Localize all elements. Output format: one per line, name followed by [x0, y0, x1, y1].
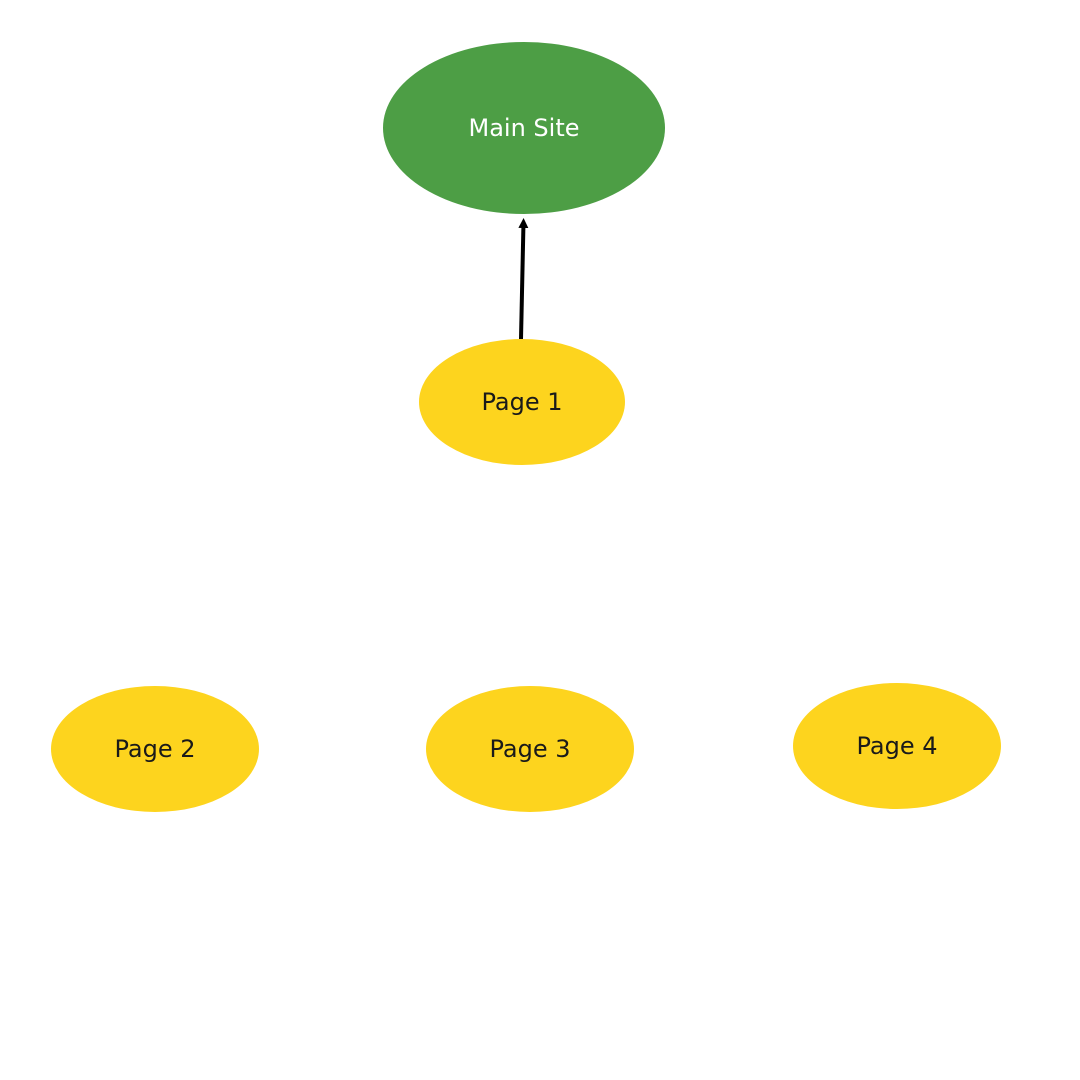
page-1-ellipse — [419, 339, 625, 465]
page-4-label: Page 4 — [857, 732, 938, 760]
arrow-line — [518, 218, 529, 340]
node-main-site[interactable]: Main Site — [383, 42, 665, 214]
node-page-3[interactable]: Page 3 — [426, 686, 634, 812]
page-3-ellipse — [426, 686, 634, 812]
node-page-1[interactable]: Page 1 — [419, 339, 625, 465]
node-page-2[interactable]: Page 2 — [51, 686, 259, 812]
page-2-ellipse — [51, 686, 259, 812]
main-site-label: Main Site — [469, 114, 580, 142]
main-site-ellipse — [383, 42, 665, 214]
page-2-label: Page 2 — [115, 735, 196, 763]
page-3-label: Page 3 — [490, 735, 571, 763]
node-page-4[interactable]: Page 4 — [793, 683, 1001, 809]
page-4-ellipse — [793, 683, 1001, 809]
page-1-label: Page 1 — [482, 388, 563, 416]
edge-page-1-to-main-site — [518, 218, 529, 340]
